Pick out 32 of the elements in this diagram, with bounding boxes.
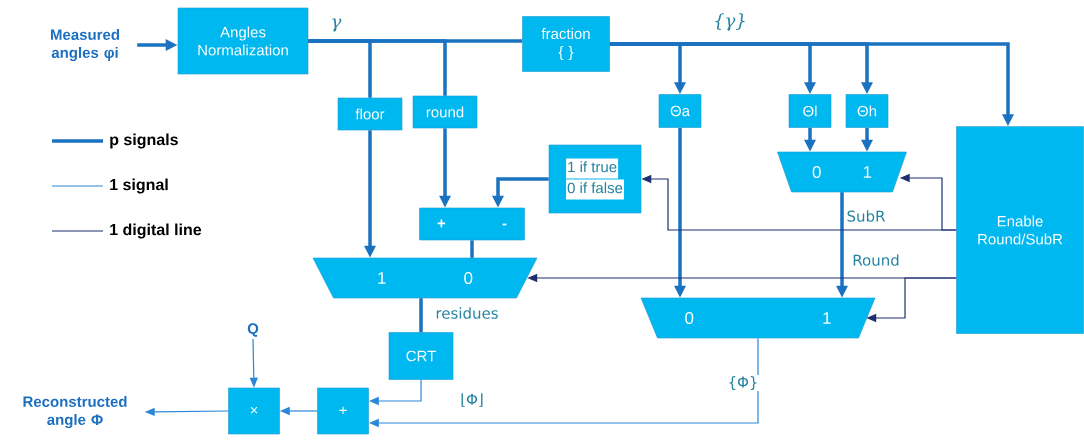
process-box: fraction { } bbox=[522, 16, 610, 72]
input-label: Q bbox=[247, 323, 259, 337]
legend-label: 1 digital line bbox=[110, 223, 202, 239]
multiplexer: 0 1 bbox=[640, 297, 876, 339]
multiplexer: 1 0 bbox=[312, 257, 538, 299]
control-box: Enable Round/SubR bbox=[956, 126, 1084, 334]
signal-line bbox=[470, 240, 474, 258]
comparator-box: 1 if true 0 if false bbox=[548, 144, 642, 214]
legend-label: p signals bbox=[110, 133, 178, 149]
edge-label: residues bbox=[434, 306, 500, 320]
process-box: floor bbox=[337, 97, 403, 131]
edge-label: {Φ} bbox=[726, 375, 760, 391]
signal-line bbox=[308, 39, 447, 96]
multiplier-box: × bbox=[228, 387, 280, 435]
threshold-box: Θa bbox=[658, 94, 702, 128]
process-box: CRT bbox=[388, 332, 454, 380]
process-box: Angles Normalization bbox=[177, 7, 309, 75]
threshold-box: Θl bbox=[788, 94, 832, 128]
output-label: Reconstructed angle Φ bbox=[23, 396, 127, 429]
legend-label: 1 signal bbox=[110, 178, 168, 194]
signal-label: {γ} bbox=[715, 13, 745, 31]
edge-label: SubR bbox=[845, 209, 887, 223]
input-label: Measured angles φi bbox=[51, 29, 119, 62]
multiplexer: 0 1 bbox=[777, 151, 907, 193]
signal-line bbox=[419, 298, 423, 333]
adder-box: + - bbox=[419, 207, 525, 241]
adder-box: + bbox=[317, 387, 369, 435]
edge-label: ⌊Φ⌋ bbox=[459, 392, 485, 408]
signal-label: γ bbox=[332, 18, 342, 32]
threshold-box: Θh bbox=[845, 94, 889, 128]
edge-label: Round bbox=[851, 253, 901, 267]
process-box: round bbox=[412, 95, 478, 129]
